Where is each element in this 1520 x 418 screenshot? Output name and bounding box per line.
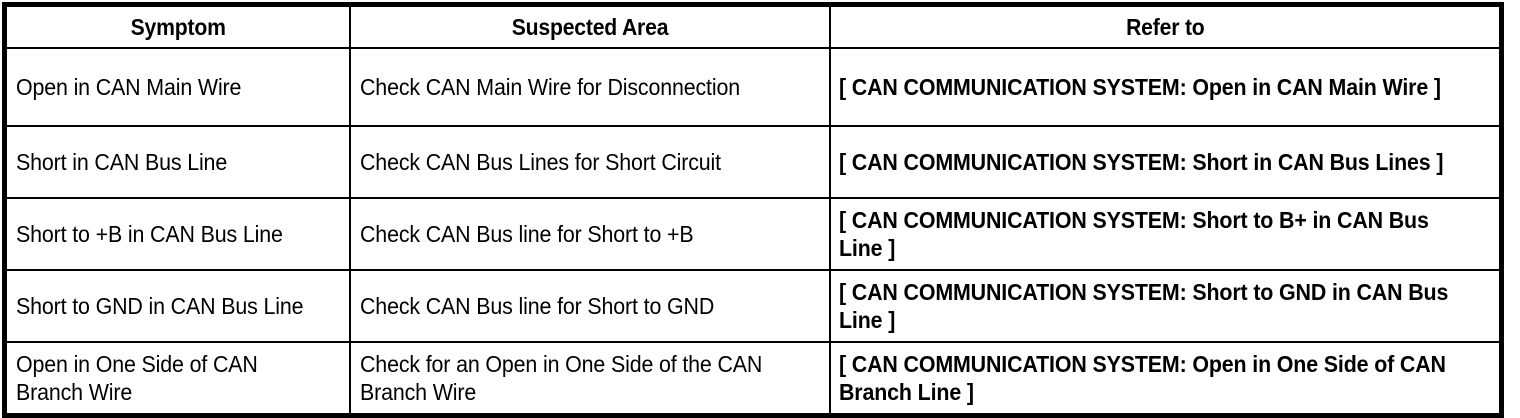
symptom-text: Open in One Side of CAN Branch Wire <box>16 351 258 406</box>
symptom-text: Short to +B in CAN Bus Line <box>16 221 283 248</box>
cell-symptom: Short to GND in CAN Bus Line <box>3 269 351 344</box>
table-row: Short to GND in CAN Bus Line Check CAN B… <box>3 269 1503 344</box>
refer-to-text: [ CAN COMMUNICATION SYSTEM: Short in CAN… <box>838 148 1443 175</box>
suspected-area-text: Check CAN Bus Lines for Short Circuit <box>359 148 721 175</box>
table-body: Open in CAN Main Wire Check CAN Main Wir… <box>3 47 1503 417</box>
column-header-suspected-area-label: Suspected Area <box>511 13 668 40</box>
column-header-refer-to: Refer to <box>855 3 1476 49</box>
column-header-symptom: Symptom <box>17 3 337 49</box>
refer-to-text: [ CAN COMMUNICATION SYSTEM: Open in CAN … <box>838 73 1441 100</box>
table-row: Open in One Side of CAN Branch Wire Chec… <box>3 341 1503 417</box>
column-header-symptom-label: Symptom <box>130 13 226 40</box>
table-header-row: Symptom Suspected Area Refer to <box>5 3 1502 49</box>
cell-refer-to: [ CAN COMMUNICATION SYSTEM: Open in One … <box>828 341 1503 417</box>
refer-to-text: [ CAN COMMUNICATION SYSTEM: Open in One … <box>838 351 1446 406</box>
refer-to-text: [ CAN COMMUNICATION SYSTEM: Short to GND… <box>838 279 1448 334</box>
cell-suspected-area: Check CAN Bus Lines for Short Circuit <box>348 125 831 199</box>
cell-symptom: Short in CAN Bus Line <box>3 125 351 199</box>
suspected-area-text: Check CAN Bus line for Short to +B <box>359 221 694 248</box>
cell-symptom: Open in CAN Main Wire <box>3 47 351 127</box>
cell-refer-to: [ CAN COMMUNICATION SYSTEM: Open in CAN … <box>828 47 1503 127</box>
column-header-suspected-area: Suspected Area <box>367 3 812 49</box>
cell-suspected-area: Check for an Open in One Side of the CAN… <box>348 341 831 417</box>
table-row: Open in CAN Main Wire Check CAN Main Wir… <box>3 47 1503 127</box>
cell-refer-to: [ CAN COMMUNICATION SYSTEM: Short to B+ … <box>828 196 1503 272</box>
cell-symptom: Open in One Side of CAN Branch Wire <box>3 341 351 417</box>
suspected-area-text: Check for an Open in One Side of the CAN… <box>359 351 762 406</box>
cell-refer-to: [ CAN COMMUNICATION SYSTEM: Short to GND… <box>828 269 1503 344</box>
column-header-refer-to-label: Refer to <box>1125 13 1205 40</box>
cell-refer-to: [ CAN COMMUNICATION SYSTEM: Short in CAN… <box>828 125 1503 199</box>
symptom-text: Short to GND in CAN Bus Line <box>16 293 304 320</box>
refer-to-text: [ CAN COMMUNICATION SYSTEM: Short to B+ … <box>838 207 1429 262</box>
cell-suspected-area: Check CAN Bus line for Short to +B <box>348 196 831 272</box>
cell-suspected-area: Check CAN Bus line for Short to GND <box>348 269 831 344</box>
table-row: Short to +B in CAN Bus Line Check CAN Bu… <box>3 196 1503 272</box>
cell-symptom: Short to +B in CAN Bus Line <box>3 196 351 272</box>
suspected-area-text: Check CAN Bus line for Short to GND <box>359 293 714 320</box>
symptom-text: Short in CAN Bus Line <box>16 148 228 175</box>
suspected-area-text: Check CAN Main Wire for Disconnection <box>359 73 740 100</box>
table-row: Short in CAN Bus Line Check CAN Bus Line… <box>3 125 1503 199</box>
cell-suspected-area: Check CAN Main Wire for Disconnection <box>348 47 831 127</box>
symptom-text: Open in CAN Main Wire <box>16 73 242 100</box>
table-header: Symptom Suspected Area Refer to <box>5 3 1502 49</box>
